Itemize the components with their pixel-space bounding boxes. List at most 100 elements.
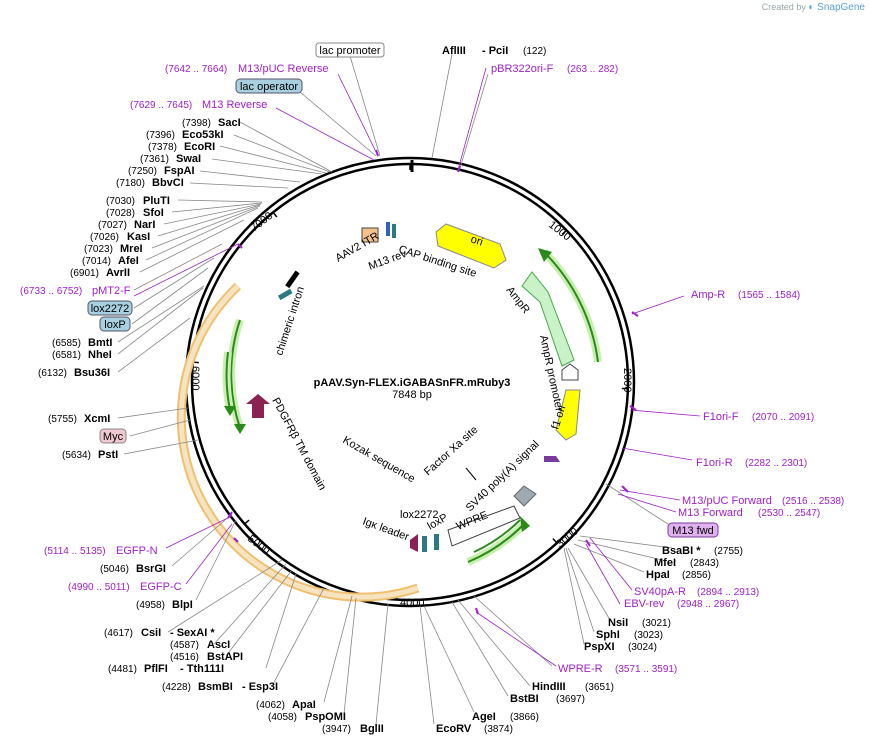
site-tth111i[interactable]: - Tth111I [180,663,224,675]
site-bsu36i[interactable]: Bsu36I [74,367,110,379]
ampr-arrow[interactable] [521,271,575,367]
primer-m13-rev[interactable]: M13 Reverse [202,99,267,111]
primer-f1ori-r[interactable]: F1ori-R [696,457,733,469]
site-ecorv[interactable]: EcoRV [436,723,472,735]
pos-6581: (6581) [52,350,81,361]
site-bglii[interactable]: BglII [360,723,384,735]
pos-2856: (2856) [682,570,711,581]
box-m13-fwd[interactable]: M13 fwd [667,522,719,538]
site-saci[interactable]: SacI [218,117,241,129]
site-kasi[interactable]: KasI [127,231,150,243]
pos-5634: (5634) [62,450,91,461]
box-loxp[interactable]: loxP [99,316,131,332]
site-fspai[interactable]: FspAI [164,165,195,177]
site-nhei[interactable]: NheI [88,349,112,361]
site-bsabi[interactable]: BsaBI * [662,545,701,557]
tick-6000: 6000 [189,366,201,390]
pos-pbr322: (263 .. 282) [567,64,618,75]
primer-m13puc-rev[interactable]: M13/pUC Reverse [238,63,328,75]
site-pspomi[interactable]: PspOMI [305,711,346,723]
primer-f1ori-f[interactable]: F1ori-F [703,411,739,423]
site-esp3i[interactable]: - Esp3I [242,681,278,693]
feature-sv40: SV40 poly(A) signal [464,438,542,514]
site-pluti[interactable]: PluTI [143,195,170,207]
site-blpi[interactable]: BlpI [172,599,193,611]
sv40-arrow[interactable] [544,456,560,462]
primer-egfp-c[interactable]: EGFP-C [140,581,182,593]
site-bsmbi[interactable]: BsmBI [198,681,233,693]
f1-ori-arrow[interactable] [555,389,581,441]
site-bbvci[interactable]: BbvCI [152,177,184,189]
chimeric-intron-marker[interactable] [285,270,300,289]
m13-rev-marker[interactable] [386,222,390,236]
site-bmti[interactable]: BmtI [88,337,112,349]
primer-sv40pa-r[interactable]: SV40pA-R [634,586,686,598]
site-bsrgi[interactable]: BsrGI [136,563,166,575]
chimeric-lox-marker[interactable] [277,288,293,301]
site-avrii[interactable]: AvrII [106,267,130,279]
pos-4481: (4481) [108,664,137,675]
primer-amp-r[interactable]: Amp-R [691,289,725,301]
cap-marker[interactable] [392,224,396,238]
pos-pmt2: (6733 .. 6752) [20,286,82,297]
site-sphi[interactable]: SphI [596,629,620,641]
green-left-arc[interactable] [230,319,241,429]
wpre-box[interactable] [447,505,521,547]
ampr-promoter-arrow[interactable] [561,363,579,381]
box-lox2272[interactable]: lox2272 [87,300,133,316]
pos-4516: (4516) [170,652,199,663]
pos-3697: (3697) [556,694,585,705]
site-ecori[interactable]: EcoRI [184,141,215,153]
pos-5046: (5046) [100,564,129,575]
lox2272-marker[interactable] [422,536,427,552]
primer-egfp-n[interactable]: EGFP-N [116,545,158,557]
ampr-green-arrowhead [538,248,552,262]
primer-wpre-r[interactable]: WPRE-R [558,663,603,675]
igk-marker[interactable] [410,534,418,552]
site-nsii[interactable]: NsiI [608,617,628,629]
primer-pbr322ori-f[interactable]: pBR322ori-F [491,63,554,75]
pdgfrb-arrow[interactable] [246,394,270,418]
site-bstapi[interactable]: BstAPI [207,651,243,663]
site-nari[interactable]: NarI [134,219,155,231]
site-csii[interactable]: CsiI [141,627,161,639]
site-eco53ki[interactable]: Eco53kI [182,129,224,141]
site-mfei[interactable]: MfeI [654,557,676,569]
box-myc[interactable]: Myc [99,428,127,444]
box-lac-operator[interactable]: lac operator [235,78,303,94]
loxp-marker-bottom[interactable] [434,534,439,550]
pdgfrb-arc[interactable] [178,284,419,600]
site-xcmi[interactable]: XcmI [84,413,110,425]
ampr-green-arc[interactable] [543,251,599,363]
site-pflfi[interactable]: PflFI [144,663,168,675]
ori-arrow[interactable] [435,223,507,269]
site-asci[interactable]: AscI [207,639,230,651]
wpre-element-marker[interactable] [513,485,537,507]
primer-m13puc-fwd[interactable]: M13/pUC Forward [682,495,772,507]
aav2-itr-box[interactable] [361,227,379,243]
site-sfoi[interactable]: SfoI [143,207,164,219]
primer-m13-forward[interactable]: M13 Forward [678,507,743,519]
pos-7028: (7028) [106,208,135,219]
site-pcii[interactable]: - PciI [482,45,508,57]
box-lac-promoter[interactable]: lac promoter [315,42,385,58]
site-afei[interactable]: AfeI [118,255,139,267]
site-hpai[interactable]: HpaI [646,569,670,581]
site-bstbi[interactable]: BstBI [510,693,539,705]
site-afliii[interactable]: AflIII [442,45,466,57]
pos-amp-r: (1565 .. 1584) [738,290,800,301]
pos-4958: (4958) [136,600,165,611]
site-pspxi[interactable]: PspXI [584,641,615,653]
site-apai[interactable]: ApaI [292,699,316,711]
leader-lines [117,53,675,725]
primer-ebv-rev[interactable]: EBV-rev [624,598,665,610]
site-psti[interactable]: PstI [98,449,118,461]
primer-pmt2-f[interactable]: pMT2-F [92,285,131,297]
site-hindiii[interactable]: HindIII [532,681,566,693]
site-agei[interactable]: AgeI [472,711,496,723]
site-sexai[interactable]: - SexAI * [170,627,215,639]
pos-4062: (4062) [256,700,285,711]
pos-egfp-c: (4990 .. 5011) [68,582,130,593]
site-swai[interactable]: SwaI [176,153,201,165]
site-mrei[interactable]: MreI [120,243,143,255]
